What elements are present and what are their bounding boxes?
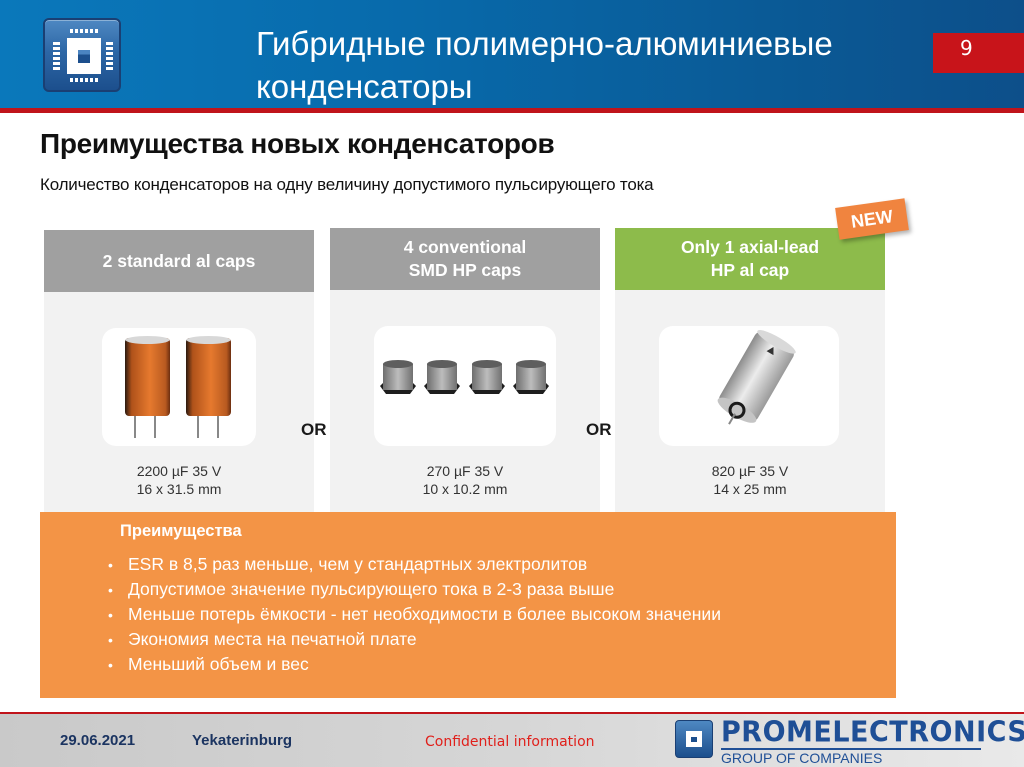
new-badge: NEW — [835, 198, 909, 240]
bullet-icon: • — [108, 582, 113, 598]
two-radial-capacitors-icon — [125, 336, 231, 438]
column-header-standard-caps: 2 standard al caps — [44, 230, 314, 292]
spec-capacitance: 2200 µF 35 V — [136, 463, 222, 479]
page-number-box — [933, 33, 1024, 73]
column-header-text: SMD HP caps — [408, 260, 522, 280]
spec-capacitance: 820 µF 35 V — [711, 463, 789, 479]
list-item-text: Экономия места на печатной плате — [128, 629, 417, 649]
footer-divider — [0, 712, 1024, 714]
chip-logo-icon — [43, 18, 121, 92]
advantages-list: • ESR в 8,5 раз меньше, чем у стандартных… — [108, 552, 721, 677]
spec-capacitance: 270 µF 35 V — [426, 463, 504, 479]
spec-axial-cap: 820 µF 35 V 14 x 25 mm — [615, 462, 885, 498]
list-item: • Допустимое значение пульсирующего тока … — [108, 577, 721, 602]
or-separator: OR — [301, 420, 327, 439]
page-number: 9 — [960, 36, 973, 60]
footer-city: Yekaterinburg — [192, 732, 293, 749]
image-box-smd-caps — [374, 326, 556, 446]
list-item: • Экономия места на печатной плате — [108, 627, 721, 652]
spec-dimensions: 16 x 31.5 mm — [136, 481, 222, 497]
spec-smd-caps: 270 µF 35 V 10 x 10.2 mm — [330, 462, 600, 498]
slide-title-line1: Гибридные полимерно-алюминиевые — [256, 25, 833, 62]
or-separator: OR — [586, 420, 612, 439]
column-header-smd-caps: 4 conventional SMD HP caps — [330, 228, 600, 290]
image-box-axial-cap — [659, 326, 839, 446]
bullet-icon: • — [108, 632, 113, 648]
footer-date: 29.06.2021 — [60, 732, 136, 749]
advantages-title: Преимущества — [120, 522, 242, 540]
advantages-box: Преимущества • ESR в 8,5 раз меньше, чем … — [40, 512, 896, 698]
bullet-icon: • — [108, 657, 113, 673]
spec-dimensions: 10 x 10.2 mm — [422, 481, 508, 497]
axial-lead-capacitor-icon — [717, 330, 796, 425]
list-item: • ESR в 8,5 раз меньше, чем у стандартных… — [108, 552, 721, 577]
bullet-icon: • — [108, 557, 113, 573]
image-box-standard-caps — [102, 328, 256, 446]
list-item: • Меньше потерь ёмкости - нет необходимос… — [108, 602, 721, 627]
list-item-text: Допустимое значение пульсирующего тока в… — [128, 579, 615, 599]
four-smd-capacitors-icon — [380, 360, 549, 394]
spec-dimensions: 14 x 25 mm — [713, 481, 787, 497]
column-header-text: Only 1 axial-lead — [680, 237, 820, 257]
column-header-text: 2 standard al caps — [102, 250, 256, 271]
slide-title: Гибридные полимерно-алюминиевые конденса… — [256, 22, 916, 108]
brand-name: PROMELECTRONICS — [721, 716, 1024, 749]
bullet-icon: • — [108, 607, 113, 623]
header-band — [0, 0, 1024, 110]
brand-chip-icon — [675, 720, 713, 758]
list-item-text: ESR в 8,5 раз меньше, чем у стандартных … — [128, 554, 588, 574]
footer: 29.06.2021 Yekaterinburg Confidential in… — [0, 714, 1024, 767]
spec-standard-caps: 2200 µF 35 V 16 x 31.5 mm — [44, 462, 314, 498]
section-title: Преимущества новых конденсаторов — [40, 128, 555, 159]
column-header-text: 4 conventional — [403, 237, 527, 257]
confidential-label: Confidential information — [425, 734, 595, 750]
brand-subtitle: GROUP OF COMPANIES — [721, 750, 883, 766]
list-item-text: Меньший объем и вес — [128, 654, 309, 674]
slide-title-line2: конденсаторы — [256, 68, 473, 105]
list-item-text: Меньше потерь ёмкости - нет необходимост… — [128, 604, 721, 624]
header-divider — [0, 108, 1024, 113]
list-item: • Меньший объем и вес — [108, 652, 721, 677]
column-header-text: HP al cap — [710, 260, 790, 280]
brand-underline — [721, 748, 981, 750]
section-subtitle: Количество конденсаторов на одну величин… — [40, 175, 654, 194]
